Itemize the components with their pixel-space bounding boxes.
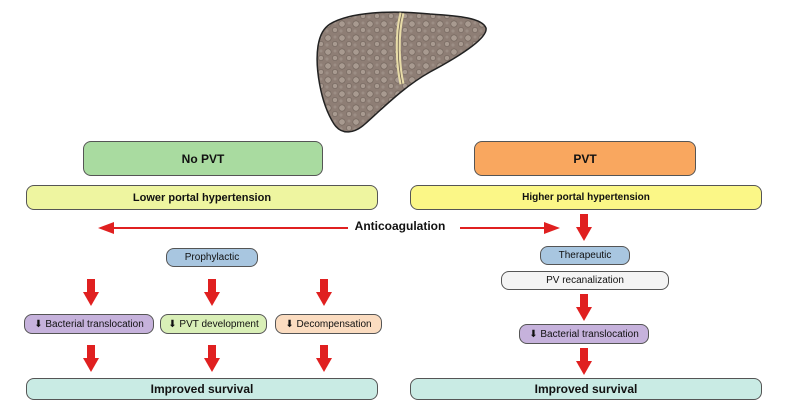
higher-portal-hypertension-box: Higher portal hypertension (410, 185, 762, 210)
red-down-arrow (316, 279, 332, 306)
red-down-arrow (576, 214, 592, 241)
red-down-arrow (316, 345, 332, 372)
decompensation-box: ⬇ Decompensation (275, 314, 382, 334)
bacterial-translocation-box: ⬇ Bacterial translocation (519, 324, 649, 344)
red-down-arrow (204, 279, 220, 306)
pvt-header: PVT (474, 141, 696, 176)
lower-portal-hypertension-box: Lower portal hypertension (26, 185, 378, 210)
red-down-arrow (83, 279, 99, 306)
therapeutic-box: Therapeutic (540, 246, 630, 265)
anticoagulation-left-arrow (98, 222, 348, 234)
prophylactic-box: Prophylactic (166, 248, 258, 267)
anticoagulation-label: Anticoagulation (354, 219, 446, 233)
anticoagulation-right-arrow (460, 222, 560, 234)
no-pvt-header: No PVT (83, 141, 323, 176)
bacterial-translocation-box: ⬇ Bacterial translocation (24, 314, 154, 334)
red-down-arrow (204, 345, 220, 372)
red-down-arrow (576, 348, 592, 375)
improved-survival-box: Improved survival (26, 378, 378, 400)
red-down-arrow (83, 345, 99, 372)
pvt-development-box: ⬇ PVT development (160, 314, 267, 334)
red-down-arrow (576, 294, 592, 321)
pv-recanalization-box: PV recanalization (501, 271, 669, 290)
liver-illustration (316, 11, 487, 133)
improved-survival-box: Improved survival (410, 378, 762, 400)
